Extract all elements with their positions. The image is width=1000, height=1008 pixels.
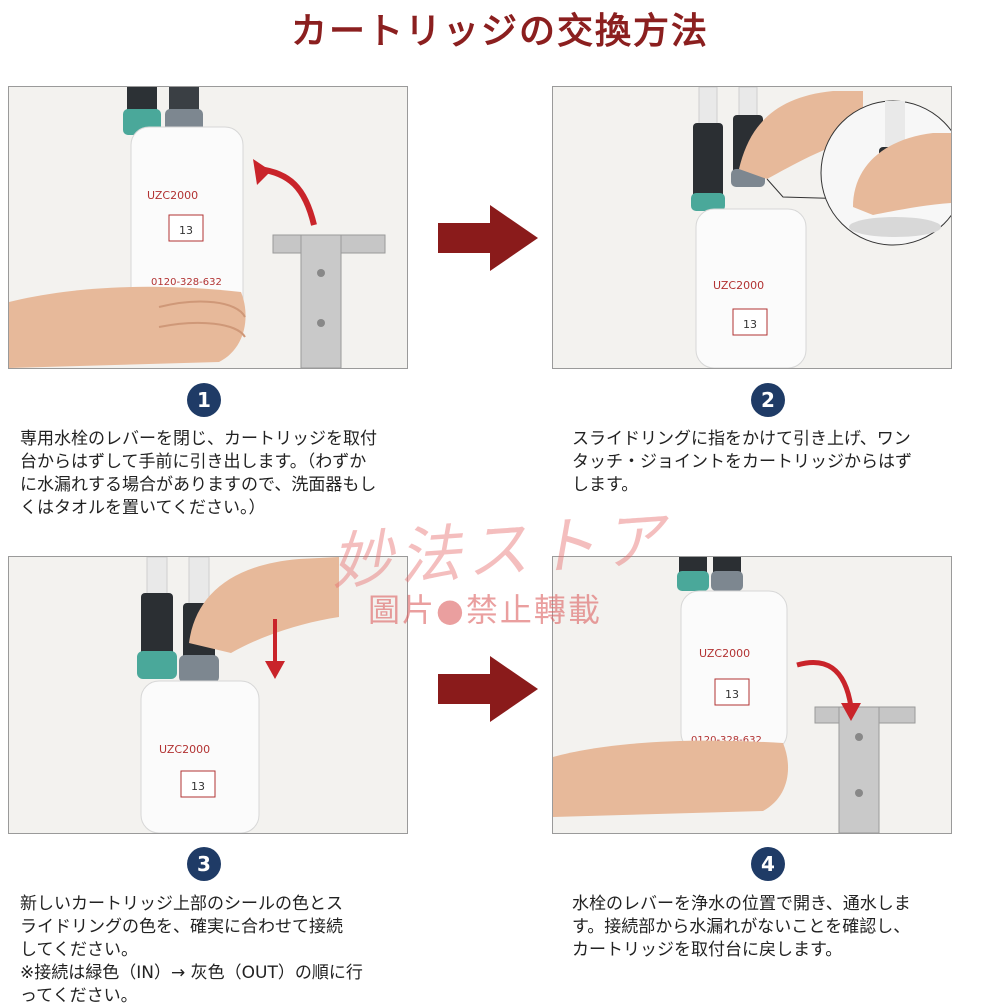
cartridge-model-label: UZC2000 [147,189,198,202]
right-arrow-icon [438,205,538,271]
svg-text:13: 13 [743,318,757,331]
step-1-description: 専用水栓のレバーを閉じ、カートリッジを取付 台からはずして手前に引き出します。（… [20,429,377,518]
step-3-description: 新しいカートリッジ上部のシールの色とス ライドリングの色を、確実に合わせて接続 … [20,894,363,1006]
step-4-badge: 4 [751,847,785,881]
step-1-badge: 1 [187,383,221,417]
svg-text:UZC2000: UZC2000 [159,743,210,756]
svg-text:UZC2000: UZC2000 [713,279,764,292]
step-2-badge: 2 [751,383,785,417]
step-3-photo: UZC2000 13 [8,556,408,834]
step-4-photo: UZC2000 13 0120-328-632 [552,556,952,834]
curved-arrow-icon [796,659,854,708]
svg-text:UZC2000: UZC2000 [699,647,750,660]
cartridge-phone-label: 0120-328-632 [151,277,222,288]
step-1-photo: UZC2000 13 0120-328-632 [8,86,408,369]
cartridge-number-label: 13 [179,224,193,237]
page-title: カートリッジの交換方法 [290,11,709,52]
svg-text:13: 13 [725,688,739,701]
step-4-description: 水栓のレバーを浄水の位置で開き、通水しま す。接続部から水漏れがないことを確認し… [572,894,911,960]
right-arrow-icon [438,656,538,722]
svg-text:0120-328-632: 0120-328-632 [691,735,762,746]
step-3-badge: 3 [187,847,221,881]
svg-text:13: 13 [191,780,205,793]
step-2-photo: UZC2000 13 [552,86,952,369]
step-2-description: スライドリングに指をかけて引き上げ、ワン タッチ・ジョイントをカートリッジからは… [572,429,912,495]
